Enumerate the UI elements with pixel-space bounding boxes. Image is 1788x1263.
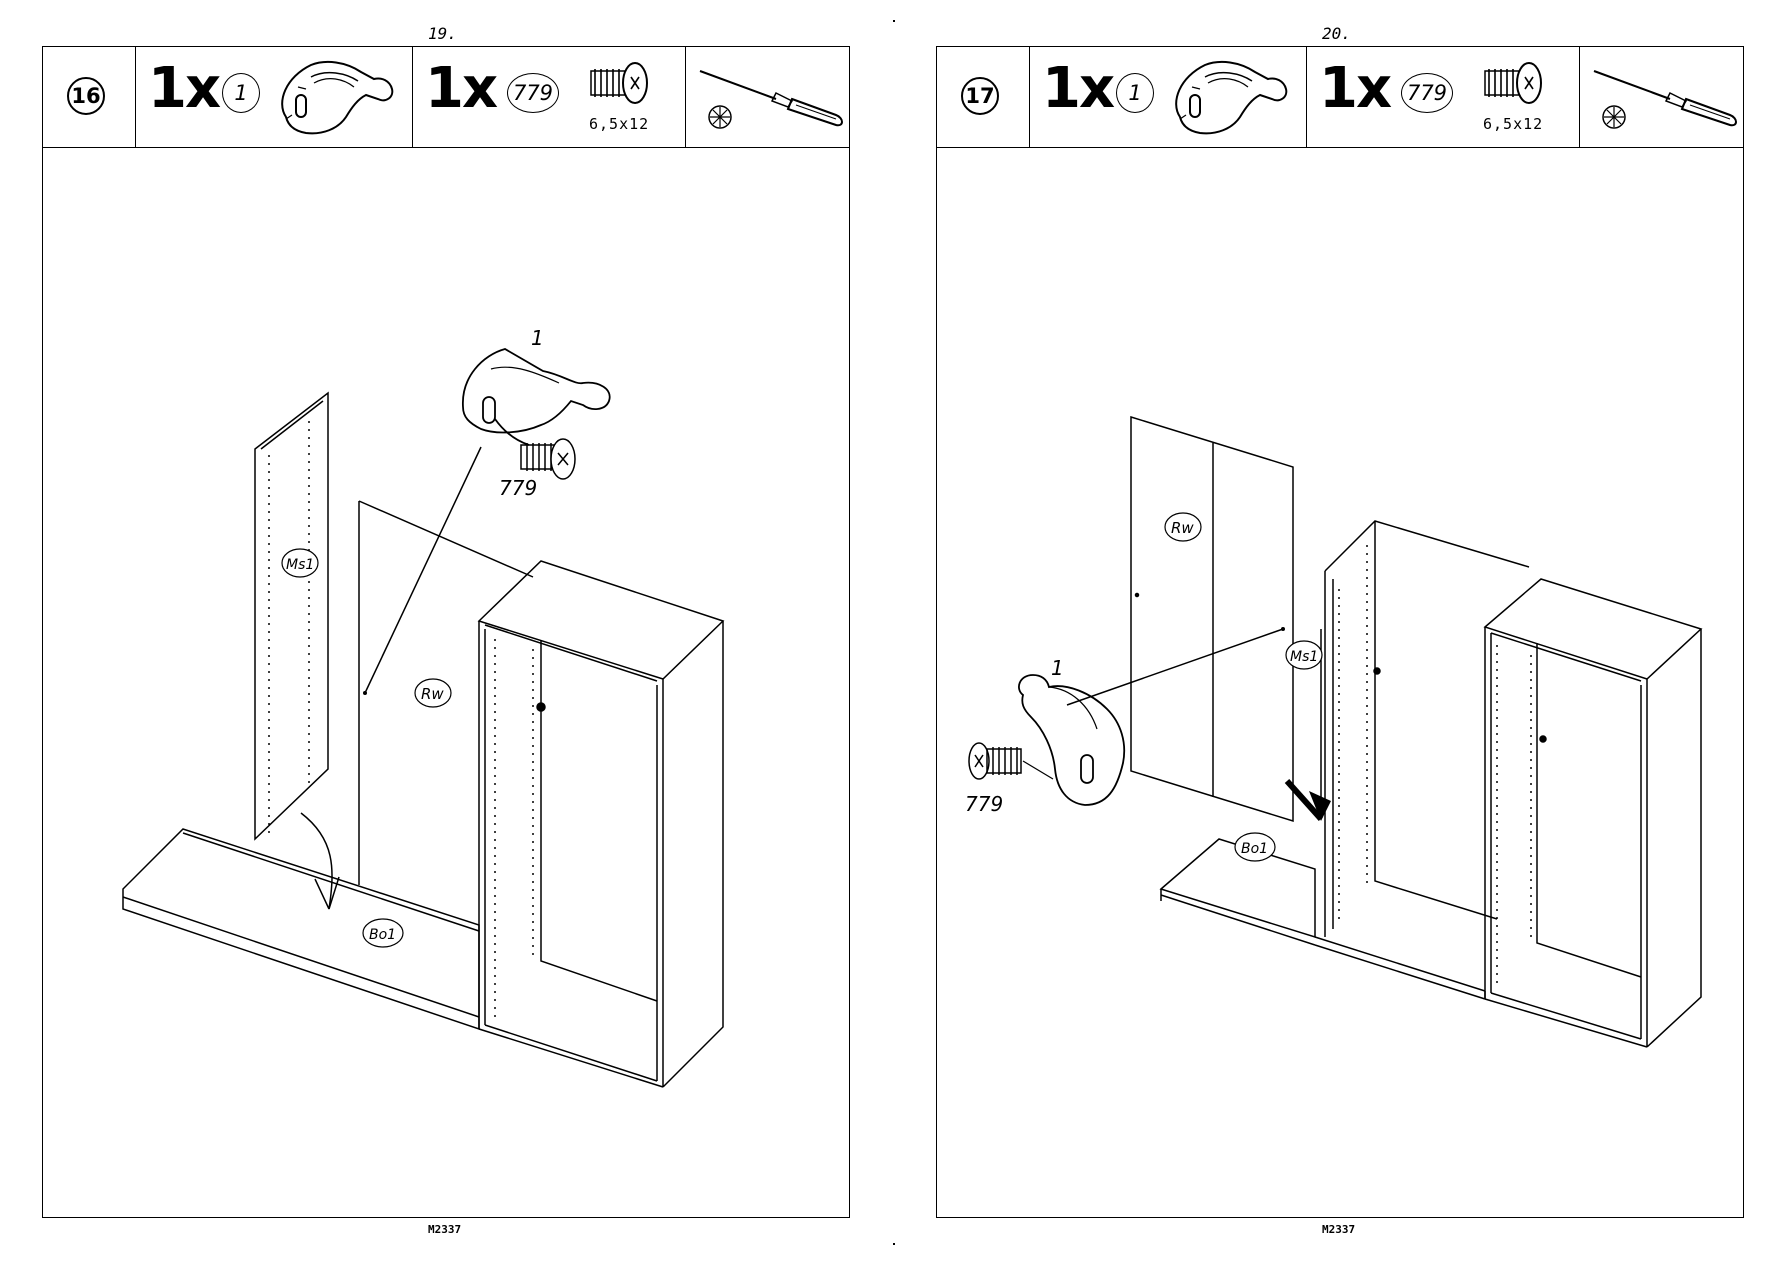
page-number: 19. (428, 24, 457, 43)
fold-mark (893, 20, 895, 22)
cam-fitting-detail (1018, 674, 1126, 806)
screw-part-ref: 779 (507, 73, 559, 113)
cam-quantity: 1x (1042, 56, 1115, 121)
screw-icon (1484, 62, 1542, 104)
parts-header: 17 1x 1 1x 779 (937, 47, 1743, 148)
screw-detail (520, 438, 576, 480)
step-number: 16 (67, 77, 105, 115)
cam-part-cell: 1x 1 (1030, 47, 1307, 147)
middle-side-label: Ms1 (1290, 649, 1318, 665)
back-panel-label: Rw (1171, 519, 1194, 537)
screw-part-ref: 779 (1401, 73, 1453, 113)
tool-cell (1580, 47, 1743, 147)
right-carcass (1483, 578, 1703, 1048)
screw-icon (590, 62, 648, 104)
cam-part-ref: 1 (1116, 73, 1154, 113)
cam-label: 1 (1051, 656, 1064, 680)
page-number: 20. (1322, 24, 1351, 43)
back-panel-label: Rw (421, 685, 444, 703)
screw-quantity: 1x (1319, 56, 1392, 121)
cam-fitting-icon (281, 60, 394, 135)
left-carcass (1314, 520, 1530, 1000)
bottom-label: Bo1 (1241, 841, 1268, 857)
bottom-panel (122, 828, 480, 1031)
cam-fitting-detail (462, 348, 611, 446)
step-number: 17 (961, 77, 999, 115)
bottom-panel (1159, 838, 1316, 946)
assembly-illustration: 1 779 Rw Ms1 Bo1 (122, 326, 725, 1088)
instruction-page-19: 19. 16 1x 1 1x 779 (42, 24, 850, 1236)
cam-fitting-icon (1175, 60, 1288, 135)
instruction-page-20: 20. 17 1x 1 1x 779 (894, 0, 1788, 1263)
step-frame: 16 1x 1 1x 779 (42, 46, 850, 1218)
cam-part-cell: 1x 1 (136, 47, 413, 147)
middle-side-label: Ms1 (286, 557, 314, 573)
parts-header: 16 1x 1 1x 779 (43, 47, 849, 148)
middle-side-panel (254, 391, 329, 841)
screw-size: 6,5x12 (1483, 115, 1544, 133)
step-cell: 17 (937, 47, 1030, 147)
screw-part-cell: 1x 779 6,5x12 (1307, 47, 1580, 147)
cam-quantity: 1x (148, 56, 221, 121)
screw-part-cell: 1x 779 6,5x12 (413, 47, 686, 147)
fold-mark (893, 1243, 895, 1245)
phillips-head-icon (708, 105, 732, 129)
phillips-head-icon (1602, 105, 1626, 129)
step-frame: 17 1x 1 1x 779 (936, 46, 1744, 1218)
screw-quantity: 1x (425, 56, 498, 121)
screwdriver-icon (1593, 70, 1737, 127)
cam-part-ref: 1 (222, 73, 260, 113)
screwdriver-icon (699, 70, 843, 127)
bottom-label: Bo1 (369, 927, 396, 943)
tool-cell (686, 47, 849, 147)
screw-label: 779 (499, 476, 537, 500)
back-panel (358, 500, 534, 885)
model-code: M2337 (1322, 1223, 1356, 1236)
screw-detail (968, 742, 1054, 780)
model-code: M2337 (428, 1223, 462, 1236)
wardrobe-carcass (477, 560, 725, 1088)
assembly-illustration: 1 779 Rw Ms1 Bo1 (965, 415, 1703, 1048)
back-panel (1130, 415, 1294, 823)
screw-label: 779 (965, 792, 1003, 816)
screw-size: 6,5x12 (589, 115, 650, 133)
step-cell: 16 (43, 47, 136, 147)
cam-label: 1 (531, 326, 544, 350)
